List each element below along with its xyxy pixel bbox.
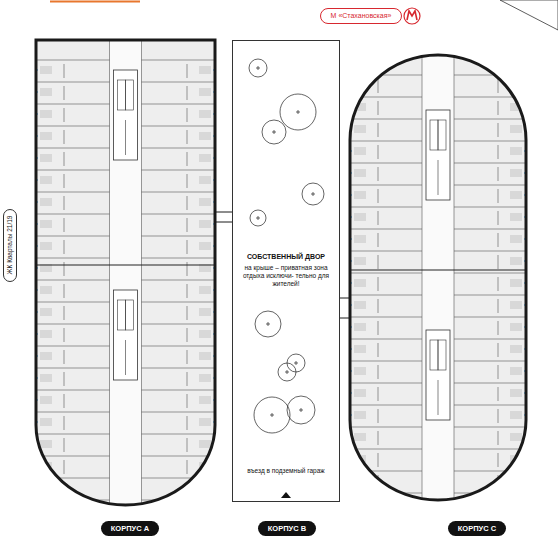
metro-pill: М «Стахановская» <box>320 8 403 24</box>
garage-entry-note: въезд в подземный гараж <box>237 467 335 475</box>
building-c-wall <box>350 55 526 500</box>
pill-label: М «Стахановская» <box>331 12 392 20</box>
pill-label: ЖК Кварталы 21/19 <box>6 216 14 275</box>
accent-line <box>50 1 140 3</box>
metro-icon <box>404 8 420 24</box>
building-pill: КОРПУС В <box>258 521 316 536</box>
building-pill: КОРПУС С <box>448 521 506 536</box>
building-a-wall <box>36 40 215 505</box>
courtyard-note: на крыше – приватная зона отдыха исключи… <box>237 264 335 288</box>
pill-label: КОРПУС С <box>458 524 496 533</box>
courtyard-heading: СОБСТВЕННЫЙ ДВОР <box>237 253 335 262</box>
pill-label: КОРПУС А <box>111 524 149 533</box>
building-c-plan <box>348 55 528 511</box>
building-pill: КОРПУС А <box>101 521 159 536</box>
entry-arrow <box>281 492 291 498</box>
complex-pill: ЖК Кварталы 21/19 <box>3 209 17 282</box>
courtyard-panel: СОБСТВЕННЫЙ ДВОР на крыше – приватная зон… <box>232 40 340 502</box>
trees <box>249 59 324 433</box>
street-tag <box>500 0 558 30</box>
link-walls <box>215 212 350 318</box>
building-a-plan <box>34 40 217 518</box>
pill-label: КОРПУС В <box>268 524 306 533</box>
